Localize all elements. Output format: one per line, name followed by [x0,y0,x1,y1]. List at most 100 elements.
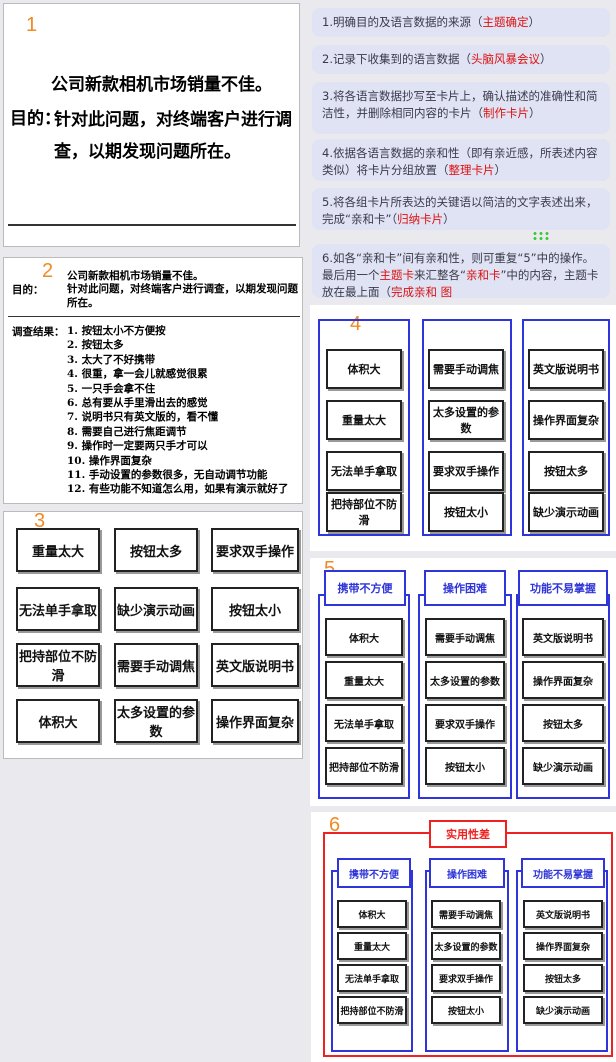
group-title-carry: 携带不方便 [337,858,411,888]
idea-card: 按钮太小 [425,747,505,785]
idea-card: 把持部位不防滑 [337,996,407,1024]
group-box [422,319,512,536]
theme-card: 实用性差 [429,820,507,848]
idea-card: 把持部位不防滑 [326,492,402,532]
idea-card: 体积大 [326,349,402,389]
result-item: 6. 总有要从手里滑出去的感觉 [67,397,208,410]
idea-card: 需要手动调焦 [425,618,505,656]
step-2: 2.记录下收集到的语言数据（头脑风暴会议） [312,45,610,74]
step-3: 3.将各语言数据抄写至卡片上，确认描述的准确性和简洁性，并删除相同内容的卡片（制… [312,82,610,134]
idea-card: 太多设置的参数 [114,699,198,743]
idea-card: 无法单手拿取 [16,587,100,631]
divider [8,316,300,317]
step-6: 6.如各“亲和卡”间有亲和性，则可重复“5”中的操作。最后用一个主题卡来汇整各“… [312,244,610,298]
result-item: 1. 按钮太小不方便按 [67,325,166,337]
idea-card: 按钮太多 [522,704,604,742]
idea-card: 重量太大 [326,400,402,440]
idea-card: 体积大 [325,618,403,656]
group-title-operation: 操作困难 [429,858,505,888]
idea-card: 太多设置的参数 [431,932,501,960]
results-label: 调查结果： [12,326,65,338]
problem-text: 公司新款相机市场销量不佳。 [67,270,204,282]
group-title-carry: 携带不方便 [324,570,406,606]
idea-card: 英文版说明书 [211,643,299,687]
purpose-text: 针对此问题，对终端客户进行调查，以期发现问题所在。 [67,283,298,309]
panel-number: 3 [34,510,46,532]
idea-card: 英文版说明书 [528,349,604,389]
group-box [331,870,413,1052]
idea-card: 无法单手拿取 [337,964,407,992]
idea-card: 缺少演示动画 [522,747,604,785]
idea-card: 需要手动调焦 [431,900,501,928]
idea-card: 按钮太小 [428,492,504,532]
result-item: 4. 很重，拿一会儿就感觉很累 [67,368,208,381]
result-item: 8. 需要自己进行焦距调节 [67,425,187,438]
panel-2: 2 公司新款相机市场销量不佳。 目的： 针对此问题，对终端客户进行调查，以期发现… [3,257,303,504]
decorative-dots [532,231,550,241]
divider [8,224,296,226]
step-5: 5.将各组卡片所表达的关键语以简洁的文字表述出来，完成“亲和卡”（归纳卡片） [312,188,610,230]
panel-number: 4 [350,313,362,335]
idea-card: 缺少演示动画 [523,996,603,1024]
panel-6: 6 实用性差 携带不方便 操作困难 功能不易掌握 体积大重量太大无法单手拿取把持… [311,812,616,1062]
result-item: 3. 太大了不好携带 [67,353,156,366]
result-item: 10. 操作界面复杂 [67,454,152,467]
panel-number: 5 [324,558,336,580]
result-item: 5. 一只手会拿不住 [67,382,156,395]
idea-card: 按钮太多 [528,451,604,491]
panel-4: 4 体积大重量太大无法单手拿取把持部位不防滑 需要手动调焦太多设置的参数要求双手操… [310,305,616,551]
group-box [318,319,410,536]
purpose-label: 目的： [12,284,44,296]
idea-card: 重量太大 [16,528,100,572]
idea-card: 操作界面复杂 [528,400,604,440]
group-box [522,319,610,536]
idea-card: 无法单手拿取 [325,704,403,742]
idea-card: 重量太大 [325,661,403,699]
result-item: 11. 手动设置的参数很多，无自动调节功能 [67,469,268,482]
idea-card: 把持部位不防滑 [16,643,100,687]
panel-number: 2 [42,260,54,282]
idea-card: 要求双手操作 [425,704,505,742]
step-4: 4.依据各语言数据的亲和性（即有亲近感，所表述内容类似）将卡片分组放置（整理卡片… [312,139,610,181]
result-item: 12. 有些功能不知道怎么用，如果有演示就好了 [67,483,289,496]
result-item: 7. 说明书只有英文版的，看不懂 [67,411,219,424]
idea-card: 英文版说明书 [523,900,603,928]
panel-5: 5 携带不方便 操作困难 功能不易掌握 体积大重量太大无法单手拿取把持部位不防滑… [310,558,616,806]
idea-card: 操作界面复杂 [523,932,603,960]
idea-card: 操作界面复杂 [211,699,299,743]
group-title-function: 功能不易掌握 [521,858,605,888]
idea-card: 按钮太多 [523,964,603,992]
panel-number: 1 [26,14,38,36]
idea-card: 按钮太小 [211,587,299,631]
result-item: 2. 按钮太多 [67,339,124,352]
step-1: 1.明确目的及语言数据的来源（主题确定） [312,8,610,37]
idea-card: 需要手动调焦 [114,643,198,687]
idea-card: 英文版说明书 [522,618,604,656]
idea-card: 把持部位不防滑 [325,747,403,785]
group-title-function: 功能不易掌握 [518,570,608,606]
group-title-operation: 操作困难 [424,570,506,606]
idea-card: 太多设置的参数 [425,661,505,699]
idea-card: 缺少演示动画 [528,492,604,532]
panel-1: 1 公司新款相机市场销量不佳。 目的： 针对此问题，对终端客户进行调查，以期发现… [3,3,300,247]
panel-number: 6 [329,814,341,836]
idea-card: 太多设置的参数 [428,400,504,440]
purpose-label: 目的： [10,109,61,129]
idea-card: 按钮太多 [114,528,198,572]
idea-card: 要求双手操作 [431,964,501,992]
idea-card: 要求双手操作 [428,451,504,491]
problem-text: 公司新款相机市场销量不佳。 [51,75,272,95]
idea-card: 无法单手拿取 [326,451,402,491]
idea-card: 需要手动调焦 [428,349,504,389]
purpose-text: 针对此问题，对终端客户进行调查，以期发现问题所在。 [54,110,292,162]
group-box [516,870,608,1052]
group-box [425,870,509,1052]
idea-card: 重量太大 [337,932,407,960]
idea-card: 操作界面复杂 [522,661,604,699]
idea-card: 要求双手操作 [211,528,299,572]
idea-card: 按钮太小 [431,996,501,1024]
idea-card: 体积大 [16,699,100,743]
panel-3: 3 重量太大按钮太多要求双手操作无法单手拿取缺少演示动画按钮太小把持部位不防滑需… [3,510,303,759]
idea-card: 缺少演示动画 [114,587,198,631]
